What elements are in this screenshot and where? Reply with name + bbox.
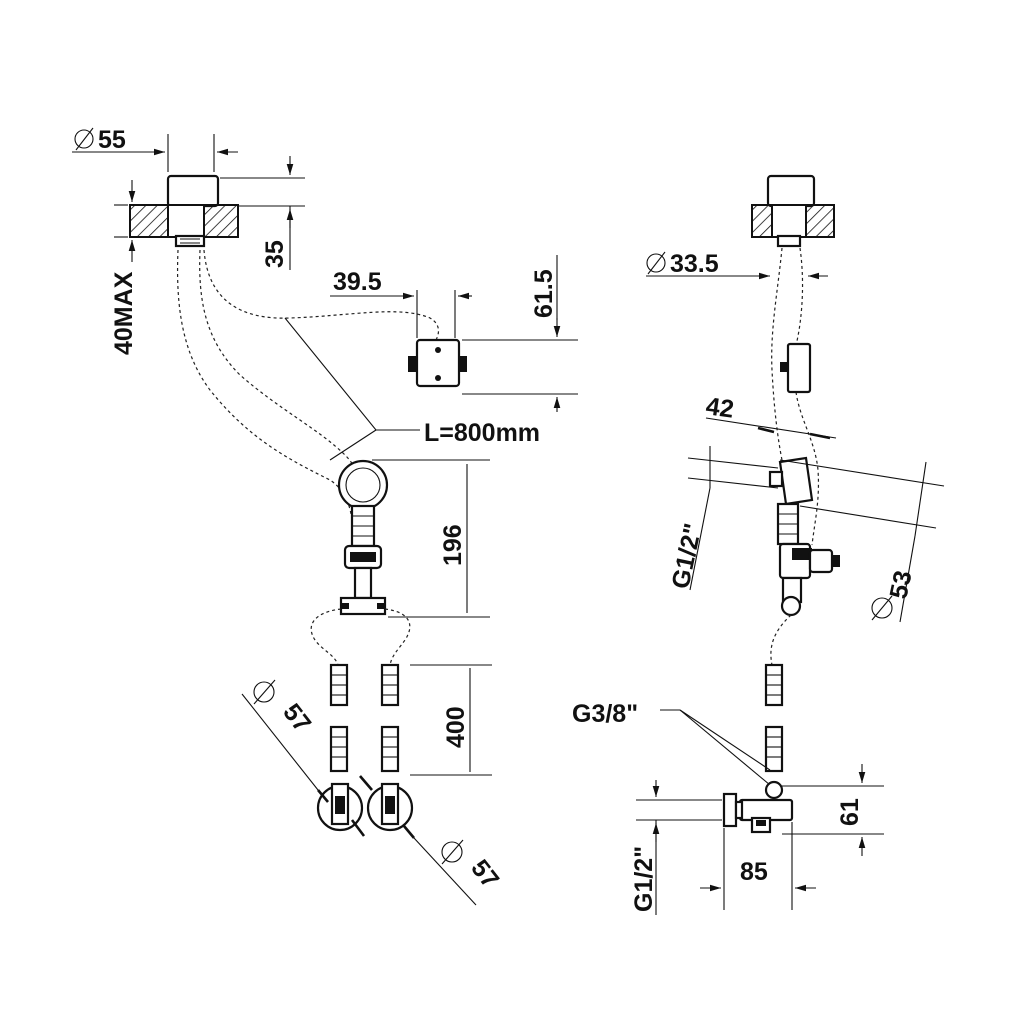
- dim-g12-bottom: G1/2": [630, 780, 722, 915]
- label-35: 35: [261, 240, 289, 268]
- label-61-5: 61.5: [530, 269, 558, 318]
- spout-top-right: [751, 174, 835, 248]
- label-dia-33-5: 33.5: [670, 250, 719, 278]
- flex-connector-left-1: [329, 663, 349, 773]
- label-40max: 40MAX: [110, 271, 138, 355]
- label-61: 61: [836, 798, 864, 826]
- spout-top-left: [129, 174, 239, 248]
- hose-right: [771, 247, 820, 546]
- left-view: 55 35 40MAX: [72, 126, 578, 906]
- dim-400: 400: [410, 664, 492, 776]
- angle-valve-left-2: [366, 782, 414, 832]
- flex-connector-right: [764, 663, 784, 773]
- dim-g12-top: G1/2": [666, 446, 779, 591]
- dim-dia-33-5: 33.5: [646, 250, 828, 280]
- sensor-box-right: [780, 342, 812, 394]
- label-dia-57-left: 57: [277, 698, 316, 737]
- angle-valve-right: [722, 780, 794, 834]
- sensor-box-left: [408, 338, 467, 388]
- inlet-hose-right: [770, 614, 792, 666]
- inlet-hoses-left: [310, 608, 411, 666]
- dim-85: 85: [700, 822, 816, 910]
- label-39-5: 39.5: [333, 268, 382, 296]
- label-g12-top: G1/2": [666, 521, 707, 591]
- dim-61-5: 61.5: [462, 255, 578, 412]
- label-42: 42: [704, 392, 735, 424]
- dim-39-5: 39.5: [330, 268, 472, 338]
- flex-connector-left-2: [380, 663, 400, 773]
- dim-dia-55: 55: [72, 126, 238, 172]
- dim-dia-53: 53: [779, 459, 945, 623]
- dim-35: 35: [220, 156, 305, 270]
- valve-assembly-right: [768, 456, 840, 617]
- label-g12-bottom: G1/2": [630, 846, 658, 912]
- hose-length-leader: L=800mm: [284, 317, 540, 461]
- dim-61: 61: [782, 764, 884, 856]
- right-view: 33.5 42 G1/2": [572, 174, 945, 915]
- dim-40max: 40MAX: [110, 180, 138, 355]
- label-hose-length: L=800mm: [424, 419, 540, 447]
- label-196: 196: [439, 524, 467, 566]
- label-dia-57-right: 57: [465, 854, 504, 893]
- dim-196: 196: [372, 459, 490, 618]
- label-g38: G3/8": [572, 700, 638, 728]
- dim-42: 42: [704, 392, 837, 440]
- hose-left: [176, 249, 440, 521]
- label-85: 85: [740, 858, 768, 886]
- dim-g38: G3/8": [572, 700, 771, 786]
- angle-valve-left-1: [316, 782, 364, 832]
- label-dia-53: 53: [884, 568, 917, 601]
- label-400: 400: [442, 706, 470, 748]
- label-dia-55: 55: [98, 126, 126, 154]
- valve-assembly-left: [337, 459, 389, 616]
